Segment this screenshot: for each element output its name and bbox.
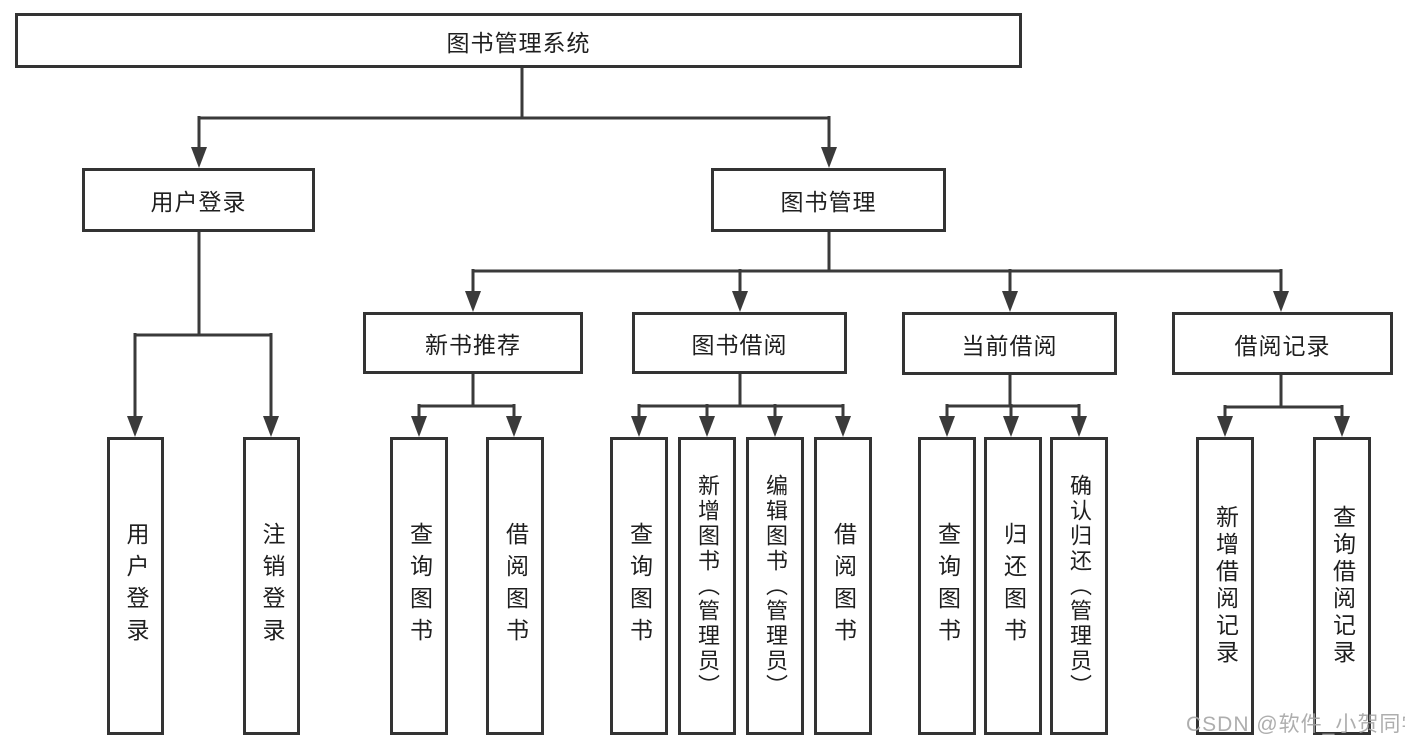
node-user-login-label: 用户登录 (150, 189, 247, 215)
leaf-nbr-query-books: 查询图书 (390, 437, 448, 735)
leaf-cb-return-books: 归还图书 (984, 437, 1042, 735)
node-root-label: 图书管理系统 (446, 29, 591, 56)
leaf-bb-edit-books-admin-label: 编辑图书（管理员） (763, 473, 788, 699)
leaf-nbr-borrow-books: 借阅图书 (486, 437, 544, 735)
arrowheads (127, 147, 1350, 437)
leaf-nbr-borrow-books-label: 借阅图书 (502, 522, 529, 650)
node-root: 图书管理系统 (15, 13, 1022, 68)
leaf-br-query-record-label: 查询借阅记录 (1329, 505, 1356, 667)
node-book-borrow-label: 图书借阅 (691, 332, 788, 358)
leaf-cb-query-books: 查询图书 (918, 437, 976, 735)
node-borrow-records-label: 借阅记录 (1234, 332, 1331, 359)
node-borrow-records: 借阅记录 (1172, 312, 1393, 375)
csdn-watermark: CSDN @软件_小贺同学 (1186, 713, 1405, 736)
leaf-user-login: 用户登录 (107, 437, 164, 735)
leaf-user-login-label: 用户登录 (123, 522, 149, 650)
node-new-book-recommend-label: 新书推荐 (425, 332, 521, 358)
leaf-bb-query-books: 查询图书 (610, 437, 668, 735)
node-new-book-recommend: 新书推荐 (363, 312, 583, 374)
leaf-cb-confirm-return-admin: 确认归还（管理员） (1050, 437, 1108, 735)
leaf-bb-query-books-label: 查询图书 (626, 522, 653, 650)
leaf-cb-query-books-label: 查询图书 (934, 522, 961, 650)
leaf-br-add-record: 新增借阅记录 (1196, 437, 1254, 735)
leaf-bb-edit-books-admin: 编辑图书（管理员） (746, 437, 804, 735)
leaf-bb-add-books-admin-label: 新增图书（管理员） (695, 473, 720, 699)
node-book-management-label: 图书管理 (780, 189, 877, 215)
leaf-br-query-record: 查询借阅记录 (1313, 437, 1371, 735)
leaf-logout: 注销登录 (243, 437, 300, 735)
leaf-logout-label: 注销登录 (259, 522, 285, 650)
node-current-borrow: 当前借阅 (902, 312, 1117, 375)
leaf-nbr-query-books-label: 查询图书 (406, 522, 433, 650)
leaf-cb-return-books-label: 归还图书 (1000, 522, 1027, 650)
node-book-management: 图书管理 (711, 168, 946, 232)
node-current-borrow-label: 当前借阅 (961, 332, 1058, 359)
leaf-bb-add-books-admin: 新增图书（管理员） (678, 437, 736, 735)
leaf-bb-borrow-books-label: 借阅图书 (830, 522, 857, 650)
node-user-login: 用户登录 (82, 168, 315, 232)
node-book-borrow: 图书借阅 (632, 312, 847, 374)
leaf-bb-borrow-books: 借阅图书 (814, 437, 872, 735)
leaf-cb-confirm-return-admin-label: 确认归还（管理员） (1067, 473, 1092, 699)
leaf-br-add-record-label: 新增借阅记录 (1212, 505, 1239, 667)
